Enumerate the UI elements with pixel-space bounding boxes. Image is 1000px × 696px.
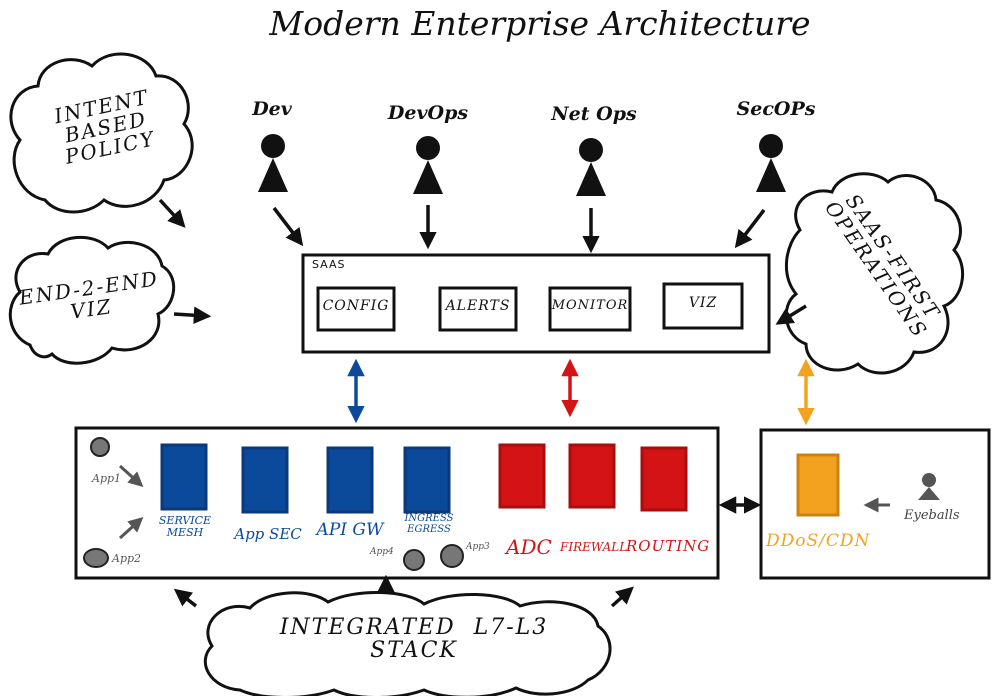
persona-devops-label: DevOps	[387, 102, 469, 124]
persona-secops-label: SecOPs	[736, 98, 816, 120]
persona-secops-icon	[756, 134, 786, 192]
adc-box[interactable]	[498, 443, 546, 509]
persona-dev-icon	[258, 134, 288, 192]
eyeballs-user-icon	[918, 473, 940, 500]
config-box[interactable]	[316, 286, 396, 332]
app-sec-label: App SEC	[234, 525, 302, 543]
cloud-stack-text: INTEGRATED L7-L3 STACK	[279, 615, 549, 664]
adc-label: ADC	[506, 535, 552, 559]
routing-label: ROUTING	[626, 537, 711, 555]
app3-label: App3	[466, 542, 490, 552]
app4-icon	[403, 549, 425, 571]
cloud-integrated-stack	[203, 590, 612, 696]
cloud-saas-first-operations	[784, 172, 965, 375]
app2-label: App2	[112, 552, 142, 565]
app3-icon	[440, 544, 464, 568]
app1-label: App1	[92, 472, 122, 485]
service-mesh-label: SERVICE MESH	[158, 514, 212, 539]
api-gw-box[interactable]	[326, 446, 374, 514]
arrow-cloud-to-stack-left	[173, 588, 198, 608]
alerts-box[interactable]	[438, 286, 518, 332]
persona-netops-label: Net Ops	[551, 103, 637, 125]
api-gw-label: API GW	[316, 520, 384, 540]
arrow-saasfirst-to-saas	[775, 304, 807, 325]
app2-icon	[83, 548, 109, 568]
eyeballs-label: Eyeballs	[904, 508, 960, 523]
config-label[interactable]: CONFIG	[322, 298, 390, 314]
service-mesh-box[interactable]	[160, 443, 208, 511]
ddos-cdn-box[interactable]	[796, 453, 840, 517]
cloud-intent-based-policy	[9, 52, 194, 214]
arrow-cloud-to-stack-right	[610, 586, 634, 608]
arrow-intent-to-saas	[158, 198, 186, 228]
arrow-secops-to-saas	[734, 208, 766, 249]
monitor-label[interactable]: MONITOR	[551, 298, 629, 313]
ddos-cdn-label: DDoS/CDN	[766, 531, 871, 551]
arrow-app1	[118, 464, 144, 488]
ingress-egress-box[interactable]	[403, 446, 451, 514]
firewall-box[interactable]	[568, 443, 616, 509]
arrow-app2	[118, 516, 144, 540]
firewall-label: FIREWALL	[560, 540, 628, 554]
viz-label[interactable]: VIZ	[688, 295, 718, 311]
arrow-viz-to-saas	[173, 306, 212, 324]
saas-label: SAAS	[312, 258, 346, 271]
diagram-title: Modern Enterprise Architecture	[269, 4, 811, 43]
persona-dev-label: Dev	[252, 98, 292, 120]
cloud-end-to-end-viz	[8, 235, 176, 365]
integrated-stack-panel	[74, 426, 720, 580]
persona-netops-icon	[576, 138, 606, 196]
alerts-label[interactable]: ALERTS	[445, 298, 511, 314]
app-sec-box[interactable]	[241, 446, 289, 514]
arrow-dev-to-saas	[272, 206, 304, 247]
persona-devops-icon	[413, 136, 443, 194]
routing-box[interactable]	[640, 446, 688, 512]
saas-panel	[301, 253, 771, 354]
viz-box[interactable]	[662, 282, 744, 330]
ingress-egress-label: INGRESS EGRESS	[404, 513, 454, 535]
app1-icon	[90, 437, 110, 457]
app4-label: App4	[370, 547, 394, 557]
monitor-box[interactable]	[548, 286, 632, 332]
